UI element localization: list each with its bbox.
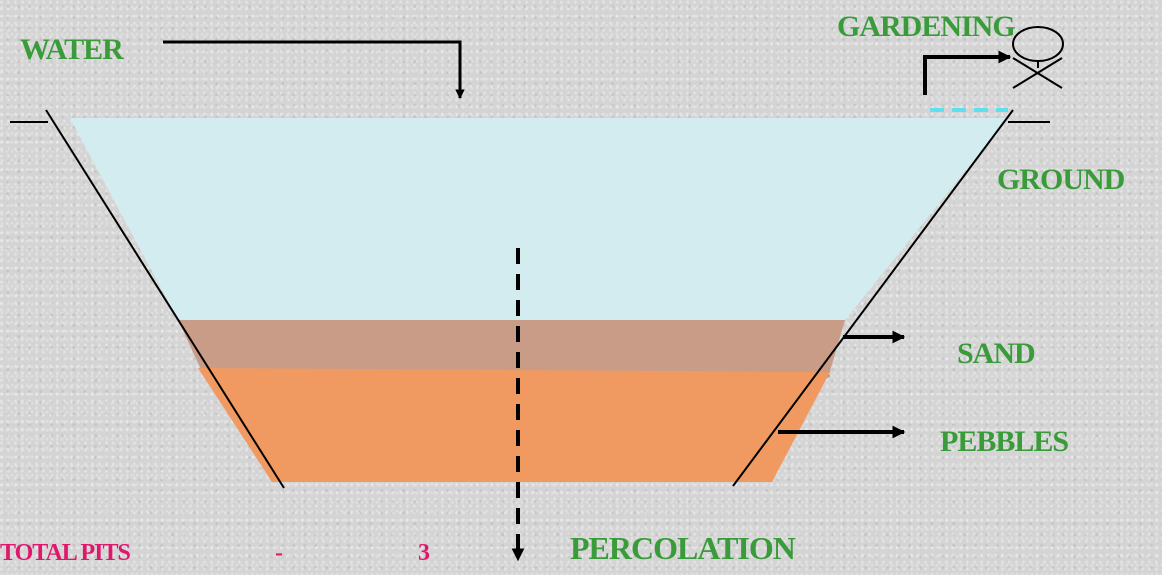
pebbles-layer (198, 368, 830, 482)
gardening-label: GARDENING (837, 10, 1016, 43)
water-label: WATER (20, 33, 124, 66)
total-pits-dash: - (275, 540, 283, 566)
water-layer (70, 118, 1008, 320)
water-inflow-arrow (163, 40, 465, 99)
gardening-arrow (923, 50, 1012, 95)
pit-wall-left (45, 109, 285, 489)
total-pits-label: TOTAL PITS (0, 540, 131, 566)
sand-layer (178, 320, 845, 378)
percolation-label: PERCOLATION (570, 530, 796, 566)
ground-label: GROUND (997, 163, 1125, 196)
total-pits-value: 3 (418, 540, 430, 566)
sand-label: SAND (957, 337, 1036, 370)
gardener-figure-icon (1012, 26, 1064, 89)
pebbles-label: PEBBLES (940, 425, 1069, 458)
pit-wall-right (732, 109, 1014, 487)
